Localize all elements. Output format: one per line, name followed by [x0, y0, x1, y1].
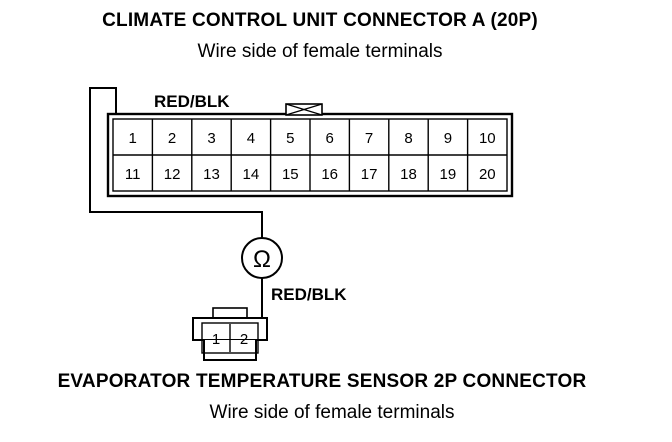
terminal-5: 5: [286, 130, 294, 147]
terminal-1: 1: [129, 130, 137, 147]
terminal-9: 9: [444, 130, 452, 147]
terminal-3: 3: [207, 130, 215, 147]
probe-wire-a: [89, 87, 263, 238]
terminal-16: 16: [321, 166, 338, 183]
terminal-11: 11: [125, 166, 141, 183]
terminal-18: 18: [400, 166, 417, 183]
sensor-connector-body: 1 2: [192, 307, 268, 361]
terminal-2: 2: [168, 130, 176, 147]
terminal-19: 19: [440, 166, 457, 183]
ohm-icon: Ω: [253, 246, 271, 273]
sensor-connector-title: EVAPORATOR TEMPERATURE SENSOR 2P CONNECT…: [57, 371, 587, 392]
sensor-connector-subtitle: Wire side of female terminals: [209, 402, 455, 423]
sensor-terminal-2: 2: [240, 331, 248, 348]
terminal-8: 8: [404, 130, 412, 147]
ohmmeter-symbol: Ω: [241, 237, 283, 279]
terminal-15: 15: [282, 166, 299, 183]
connector-a-subtitle: Wire side of female terminals: [197, 41, 443, 62]
terminal-13: 13: [203, 166, 220, 183]
wire-label-connector-a: RED/BLK: [154, 92, 230, 111]
wire-label-sensor: RED/BLK: [271, 285, 347, 304]
terminal-7: 7: [365, 130, 373, 147]
sensor-terminal-1: 1: [212, 331, 220, 348]
terminal-10: 10: [479, 130, 496, 147]
terminal-20: 20: [479, 166, 496, 183]
terminal-17: 17: [361, 166, 378, 183]
terminal-14: 14: [243, 166, 260, 183]
terminal-12: 12: [164, 166, 181, 183]
terminal-6: 6: [326, 130, 334, 147]
terminal-4: 4: [247, 130, 255, 147]
connector-a-title: CLIMATE CONTROL UNIT CONNECTOR A (20P): [102, 10, 538, 31]
